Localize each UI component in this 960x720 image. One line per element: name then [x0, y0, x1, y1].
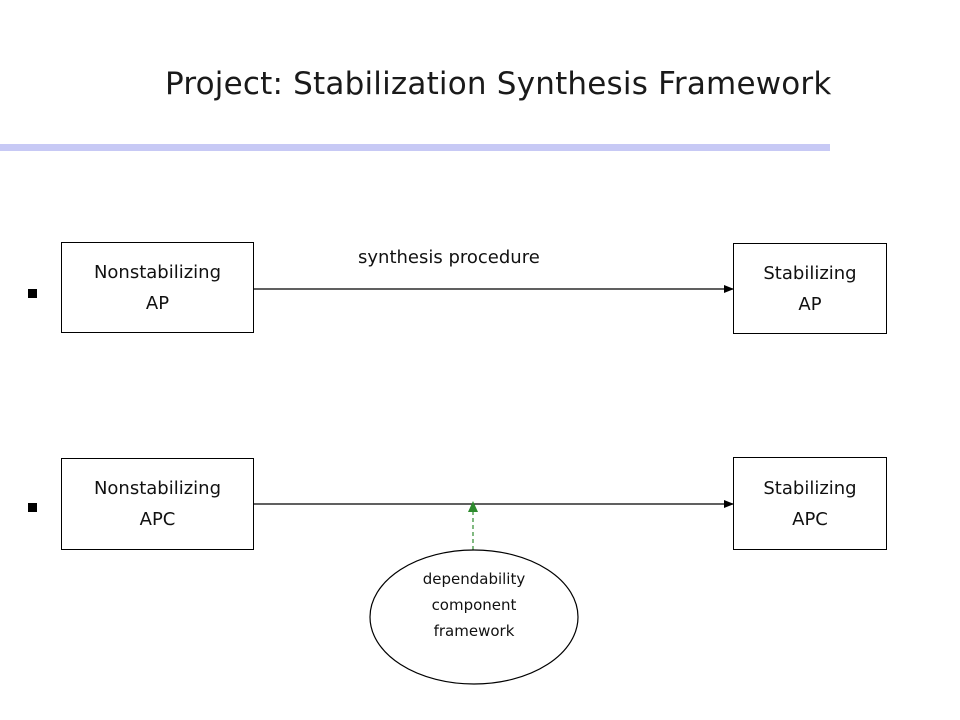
- component-ellipse: [369, 549, 579, 685]
- stabilizing-apc-line1: Stabilizing: [763, 477, 857, 499]
- bullet-2: [28, 503, 37, 512]
- nonstabilizing-apc-box: Nonstabilizing APC: [61, 458, 254, 550]
- slide-title: Project: Stabilization Synthesis Framewo…: [165, 66, 832, 102]
- synthesis-procedure-label: synthesis procedure: [358, 247, 540, 268]
- component-framework-text: dependability component framework: [372, 566, 576, 644]
- stabilizing-apc-box: Stabilizing APC: [733, 457, 887, 550]
- nonstabilizing-ap-box: Nonstabilizing AP: [61, 242, 254, 333]
- stabilizing-ap-line2: AP: [798, 293, 822, 315]
- nonstabilizing-ap-line1: Nonstabilizing: [93, 261, 222, 283]
- component-line3: framework: [433, 622, 515, 640]
- nonstabilizing-apc-line2: APC: [139, 509, 176, 530]
- stabilizing-ap-line1: Stabilizing: [763, 262, 857, 284]
- bullet-1: [28, 289, 37, 298]
- stabilizing-ap-box: Stabilizing AP: [733, 243, 887, 334]
- stabilizing-apc-line2: APC: [792, 508, 828, 530]
- dependency-arrowhead: [468, 501, 478, 512]
- nonstabilizing-apc-line1: Nonstabilizing: [93, 478, 222, 499]
- component-line2: component: [431, 596, 517, 614]
- title-underline: [0, 144, 830, 151]
- nonstabilizing-ap-line2: AP: [145, 292, 170, 314]
- component-line1: dependability: [422, 570, 526, 588]
